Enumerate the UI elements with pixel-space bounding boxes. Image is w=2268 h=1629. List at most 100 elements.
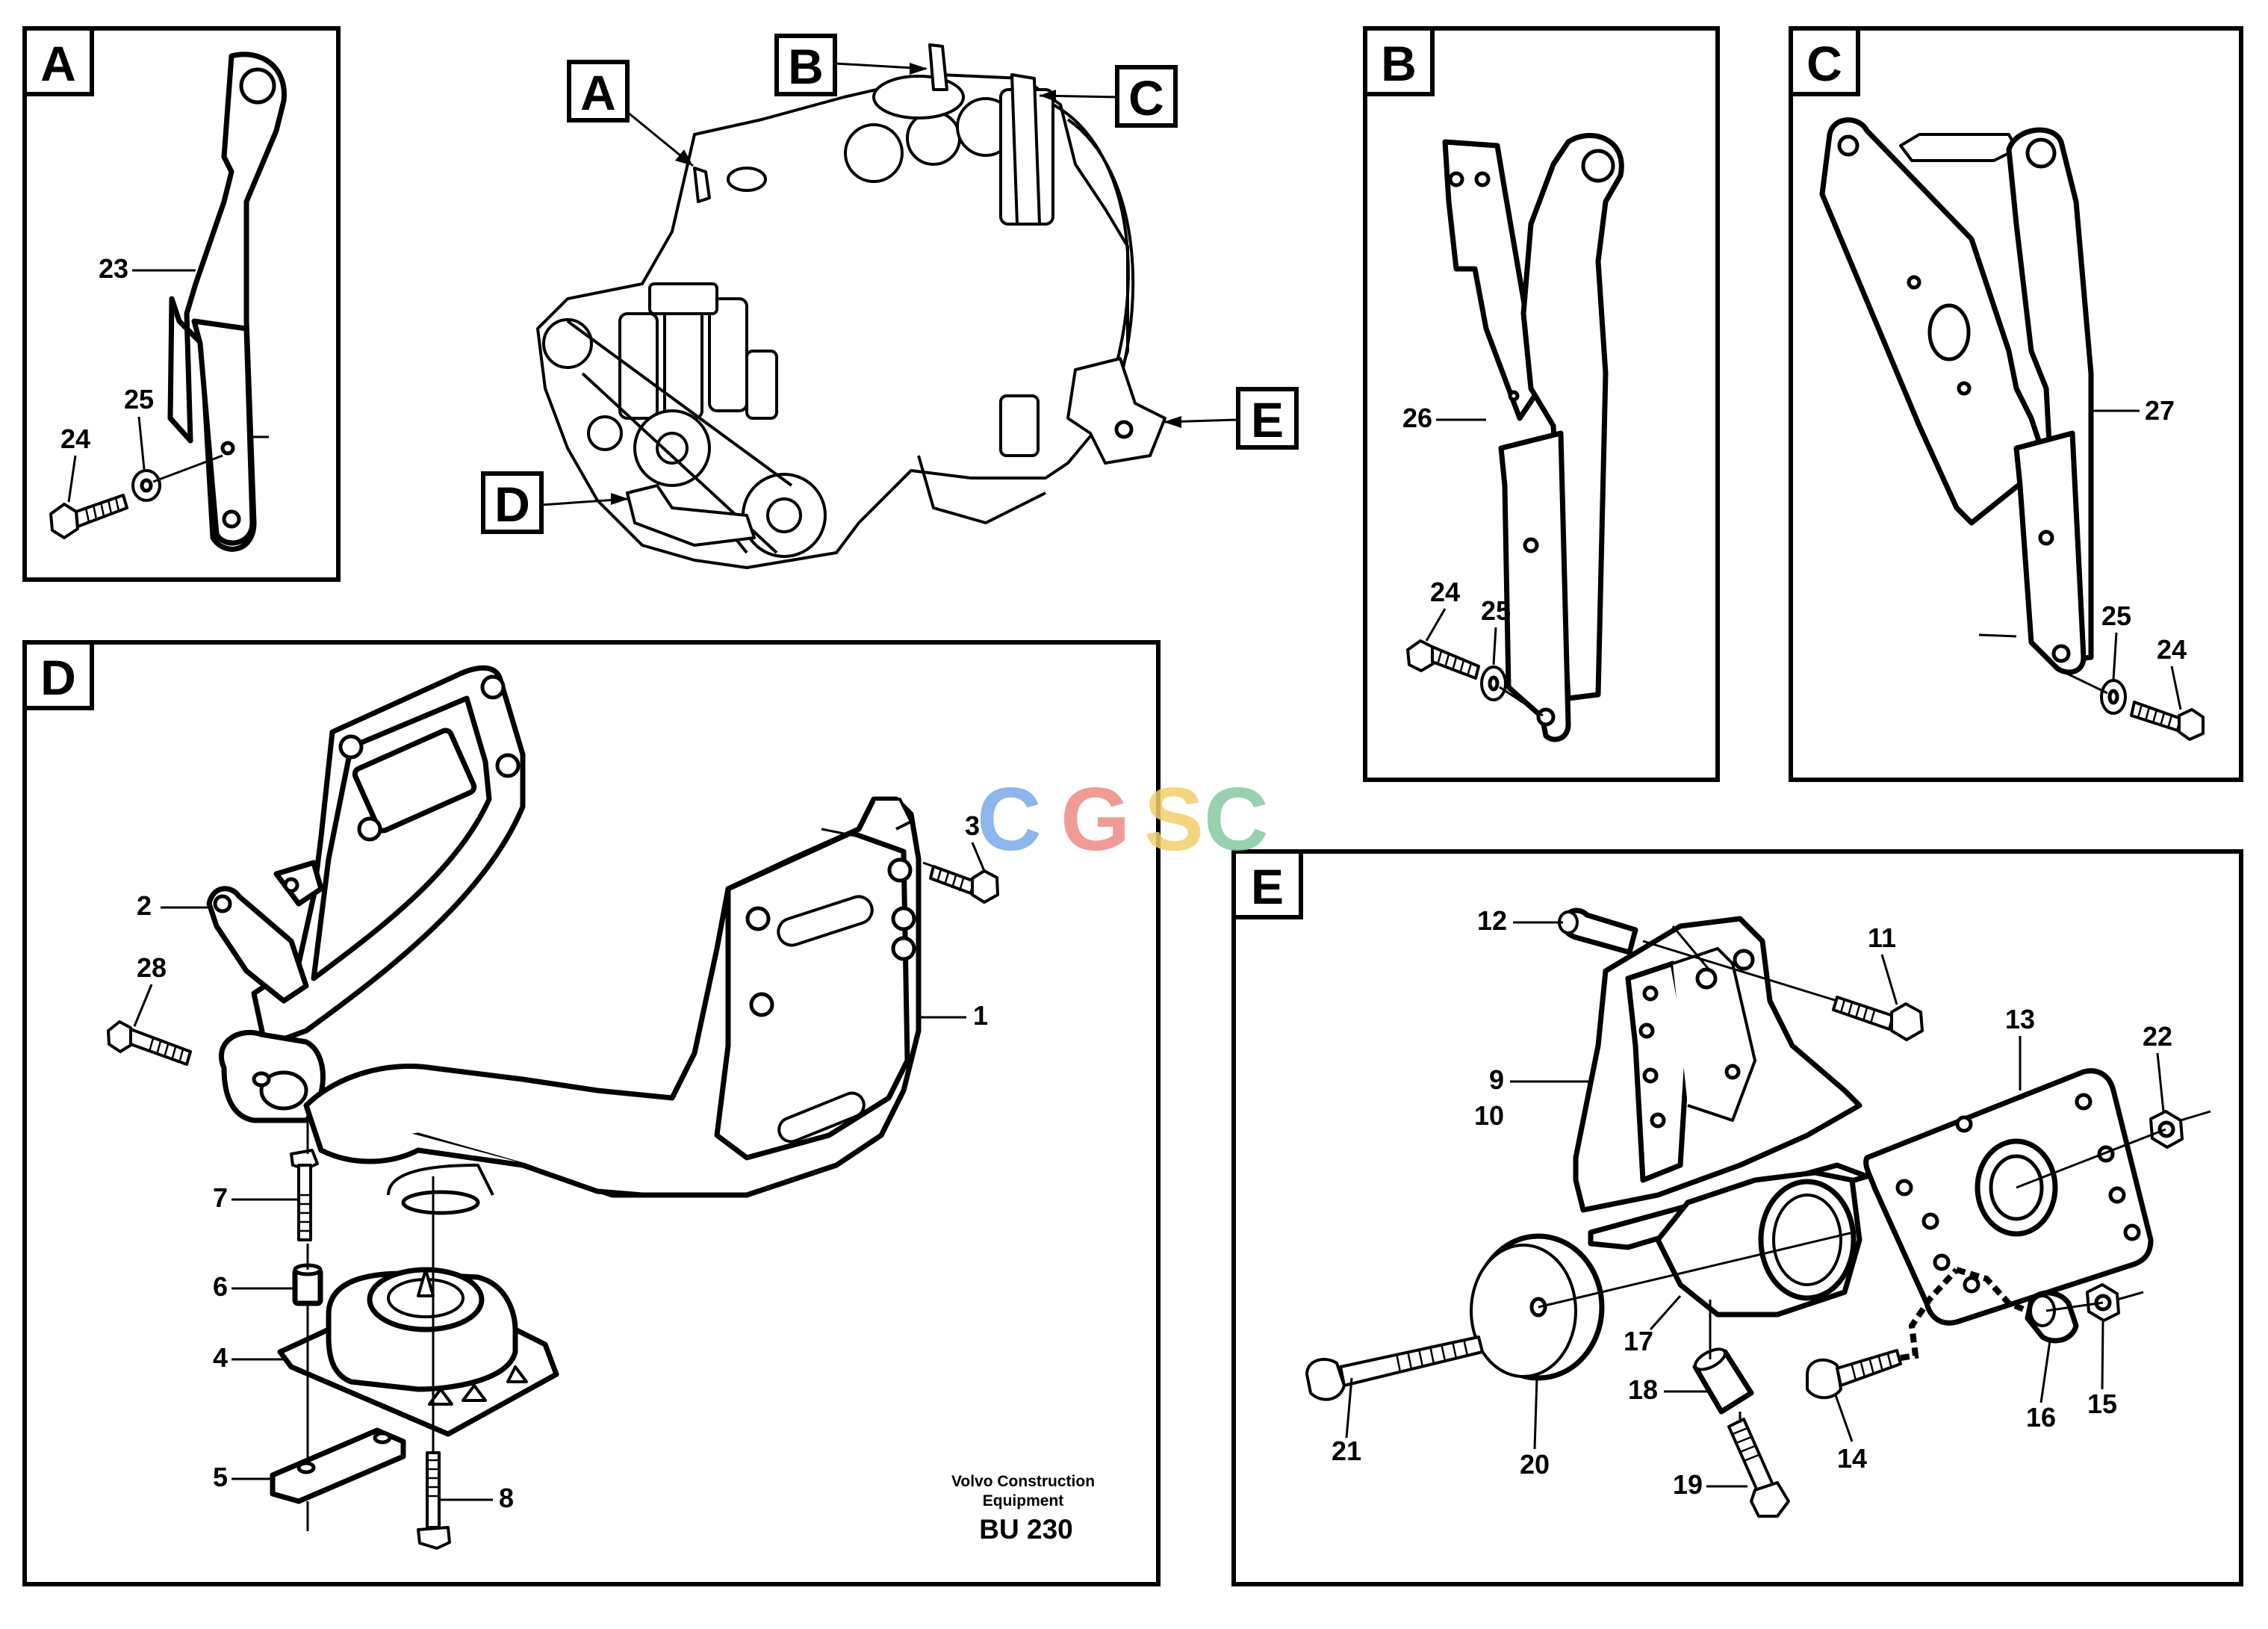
nut-22: [2149, 1110, 2184, 1149]
overview-tag-d: D: [481, 471, 629, 534]
panel-d: D: [22, 640, 1161, 1586]
bolt-19: [1727, 1418, 1790, 1518]
svg-text:D: D: [494, 477, 530, 532]
overview-tag-b: B: [774, 34, 928, 96]
svg-text:24: 24: [2157, 634, 2187, 665]
svg-text:20: 20: [1520, 1449, 1550, 1480]
bolt-24-b: [1406, 639, 1480, 680]
svg-text:15: 15: [2087, 1388, 2117, 1419]
svg-text:10: 10: [1474, 1100, 1504, 1131]
svg-text:23: 23: [99, 253, 128, 284]
washer-25-c: [2100, 679, 2127, 715]
svg-text:25: 25: [2101, 601, 2131, 631]
engine-overview: A B C D E: [481, 34, 1299, 569]
bracket-23: [167, 52, 287, 552]
bolt-14: [1806, 1349, 1902, 1400]
panel-a: A 23 25 24: [22, 26, 341, 582]
svg-text:25: 25: [1481, 595, 1511, 626]
assembly-axes-d: [306, 861, 934, 1531]
bolt-24-a: [49, 494, 128, 539]
svg-text:B: B: [788, 39, 824, 94]
svg-text:C: C: [1806, 36, 1842, 91]
svg-text:A: A: [40, 36, 76, 91]
svg-text:BU 230: BU 230: [979, 1514, 1072, 1545]
bracket-9-10: [1573, 916, 1870, 1318]
rubber-mount-4: [277, 1267, 559, 1437]
svg-text:28: 28: [137, 952, 167, 983]
svg-text:19: 19: [1673, 1469, 1703, 1500]
svg-text:C: C: [1128, 70, 1164, 125]
mount-e-location: [1066, 357, 1166, 465]
spacer-6: [292, 1263, 323, 1306]
panel-c: C 27 25 24: [1789, 26, 2243, 782]
bolt-8: [417, 1451, 451, 1550]
bolt-28: [107, 1020, 192, 1066]
svg-text:9: 9: [1489, 1064, 1504, 1095]
bracket-27: [1819, 117, 2094, 675]
svg-text:2: 2: [137, 890, 152, 921]
support-1: [303, 796, 922, 1215]
bolt-11: [1832, 996, 1924, 1041]
mount-e-hole: [1114, 420, 1134, 439]
panel-b: B 26 24 25: [1363, 26, 1720, 782]
assembly-axes-e: [1538, 925, 2211, 1423]
svg-text:24: 24: [1430, 577, 1460, 607]
mount-d-location: [626, 484, 756, 547]
svg-text:17: 17: [1624, 1326, 1653, 1356]
bracket-c-location: [1010, 73, 1041, 226]
svg-text:4: 4: [213, 1342, 228, 1373]
svg-text:14: 14: [1837, 1443, 1867, 1474]
bolt-21: [1305, 1335, 1484, 1401]
bolt-24-c: [2130, 701, 2205, 741]
svg-text:A: A: [580, 65, 616, 120]
plate-5: [270, 1427, 406, 1504]
svg-text:E: E: [1251, 859, 1284, 914]
washer-25-a: [131, 469, 161, 502]
bracket-a-location: [693, 167, 711, 203]
bolt-7: [290, 1149, 319, 1241]
hidden-path-16: [1955, 1267, 2029, 1314]
svg-text:26: 26: [1402, 403, 1432, 433]
overview-tag-c: C: [1039, 65, 1178, 128]
svg-text:1: 1: [973, 1000, 988, 1031]
svg-text:24: 24: [60, 423, 90, 454]
svg-text:Equipment: Equipment: [983, 1492, 1064, 1509]
spacer-18: [1692, 1347, 1754, 1415]
svg-text:Volvo Construction: Volvo Construction: [951, 1473, 1095, 1490]
svg-text:B: B: [1381, 36, 1417, 91]
svg-text:E: E: [1251, 392, 1284, 447]
bracket-b-location: [928, 43, 948, 91]
bolt-3: [929, 865, 999, 904]
watermark-logo: C G S C: [977, 769, 1269, 869]
spacer-16: [2025, 1290, 2079, 1344]
overview-tag-e: E: [1163, 387, 1299, 450]
panel-e: E: [1231, 849, 2243, 1586]
watermark-letter-1: C: [977, 769, 1042, 869]
washer-25-b: [1480, 665, 1507, 701]
svg-text:21: 21: [1332, 1436, 1361, 1466]
watermark-letter-4: C: [1204, 769, 1269, 869]
svg-text:7: 7: [213, 1182, 228, 1213]
svg-text:D: D: [40, 650, 76, 705]
svg-text:3: 3: [965, 810, 980, 841]
watermark-letter-2: G: [1060, 769, 1130, 869]
overview-tag-a: A: [567, 60, 694, 167]
svg-text:22: 22: [2143, 1021, 2172, 1052]
engine-bracket-2: [206, 665, 526, 1123]
svg-text:8: 8: [499, 1483, 514, 1513]
svg-text:5: 5: [213, 1462, 228, 1492]
svg-text:16: 16: [2026, 1402, 2056, 1433]
hidden-path-14: [1900, 1267, 1959, 1361]
svg-text:11: 11: [1868, 922, 1896, 953]
svg-text:6: 6: [213, 1271, 228, 1302]
credit-block: Volvo Construction Equipment BU 230: [951, 1473, 1095, 1545]
watermark-letter-3: S: [1144, 769, 1204, 869]
washer-20: [1470, 1233, 1605, 1381]
svg-text:18: 18: [1628, 1374, 1658, 1405]
svg-text:12: 12: [1477, 905, 1507, 936]
plate-13: [1863, 1068, 2154, 1326]
svg-text:27: 27: [2145, 395, 2175, 426]
svg-text:25: 25: [124, 384, 154, 415]
svg-text:13: 13: [2005, 1004, 2035, 1034]
